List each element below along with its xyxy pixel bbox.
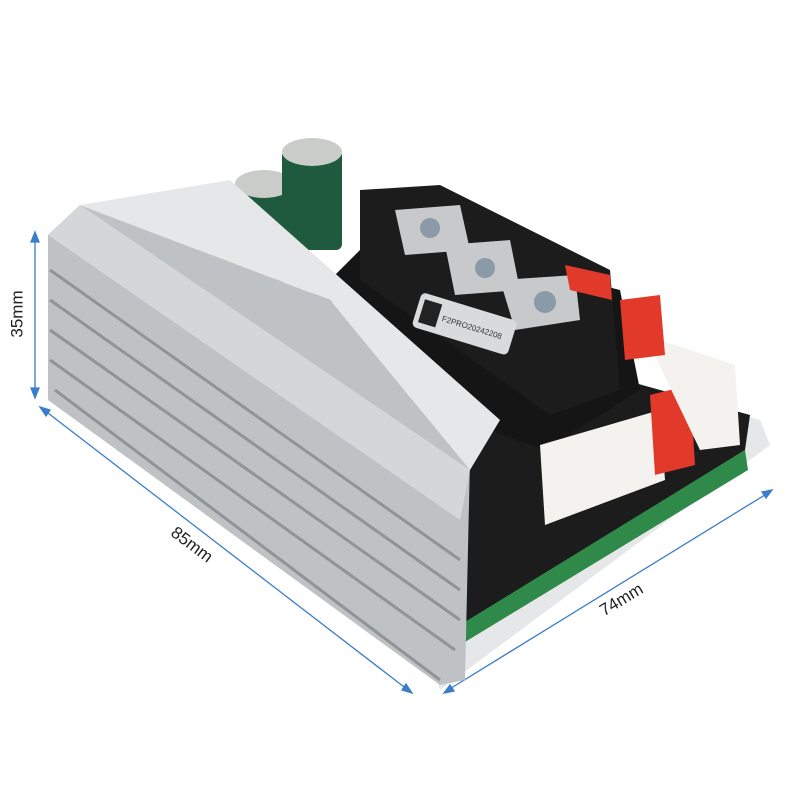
arrow-icon xyxy=(442,683,456,694)
arrow-icon xyxy=(30,230,40,243)
arrow-icon xyxy=(38,405,52,418)
height-dimension-label: 35mm xyxy=(7,290,27,338)
arrow-icon xyxy=(400,682,414,695)
arrow-icon xyxy=(760,489,774,500)
dimension-lines xyxy=(30,230,774,695)
arrow-icon xyxy=(30,387,40,400)
serial-label: F2PRO20242208 xyxy=(412,293,517,355)
heatsink xyxy=(48,180,500,685)
length-dimension-line xyxy=(43,409,409,691)
pcb-edge xyxy=(455,450,748,645)
width-dimension-line xyxy=(447,492,769,691)
connectors xyxy=(540,265,740,525)
